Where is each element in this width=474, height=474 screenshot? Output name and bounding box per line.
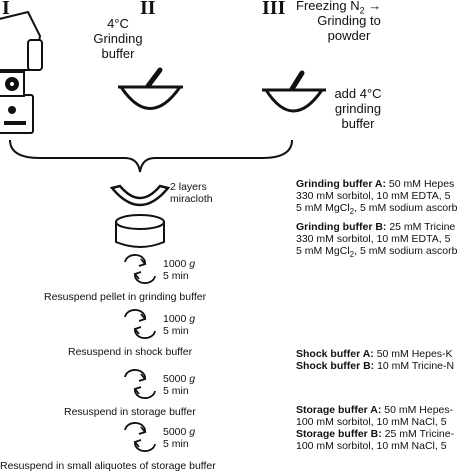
merge-brace (9, 139, 293, 173)
spin-label: 5000 g 5 min (163, 426, 196, 450)
column-header-ii: II (140, 0, 156, 19)
shock-buffer: Shock buffer A: 50 mM Hepes-K Shock buff… (296, 348, 455, 372)
mortar-pestle-icon (262, 70, 326, 113)
freezing-label: Freezing N2 → (296, 0, 382, 16)
centrifuge-icon (124, 369, 156, 399)
column-header-iii: III (262, 0, 286, 19)
blender-icon (0, 10, 43, 134)
centrifuge-icon (124, 254, 156, 284)
miracloth-label: 2 layers miracloth (170, 181, 213, 205)
miracloth-filter-icon (109, 184, 171, 207)
grinding-buffer-label: 4°C Grinding buffer (93, 16, 143, 61)
grinding-powder-label: Grinding to powder (317, 13, 381, 43)
grinding-buffer-b: Grinding buffer B: 25 mM Tricine 330 mM … (296, 221, 458, 260)
beaker-icon (115, 214, 165, 248)
step-resuspend-shock: Resuspend in shock buffer (68, 346, 193, 358)
step-resuspend-grinding: Resuspend pellet in grinding buffer (44, 291, 207, 303)
spin-label: 1000 g 5 min (163, 258, 196, 282)
column-header-i: I (2, 0, 10, 19)
mortar-pestle-icon (118, 67, 183, 110)
step-resuspend-aliquots: Resuspend in small aliquotes of storage … (0, 460, 216, 472)
centrifuge-icon (124, 309, 156, 339)
spin-label: 1000 g 5 min (163, 313, 196, 337)
add-buffer-label: add 4°C grinding buffer (334, 86, 382, 131)
spin-label: 5000 g 5 min (163, 373, 196, 397)
grinding-buffer-a: Grinding buffer A: 50 mM Hepes 330 mM so… (296, 178, 458, 217)
storage-buffer: Storage buffer A: 50 mM Hepes- 100 mM so… (296, 404, 455, 452)
centrifuge-icon (124, 422, 156, 452)
step-resuspend-storage: Resuspend in storage buffer (64, 406, 196, 418)
